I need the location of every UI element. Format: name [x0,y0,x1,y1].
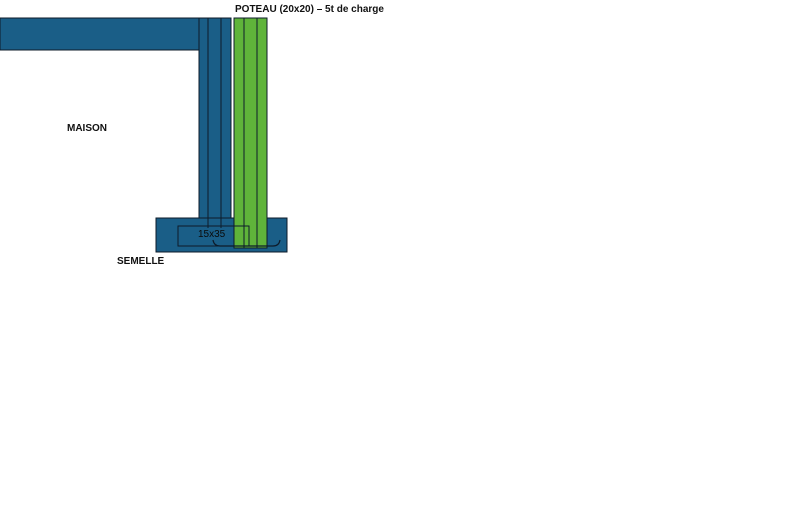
footing-inner-box [177,225,250,247]
house-label: MAISON [67,123,107,134]
column-label: POTEAU (20x20) – 5t de charge [235,4,384,15]
house-slab [0,17,206,51]
dimension-bracket [212,239,281,247]
column [233,17,268,249]
footing-dimension-label: 15x35 [198,229,226,240]
house-wall [198,17,232,221]
footing-label: SEMELLE [117,256,165,267]
